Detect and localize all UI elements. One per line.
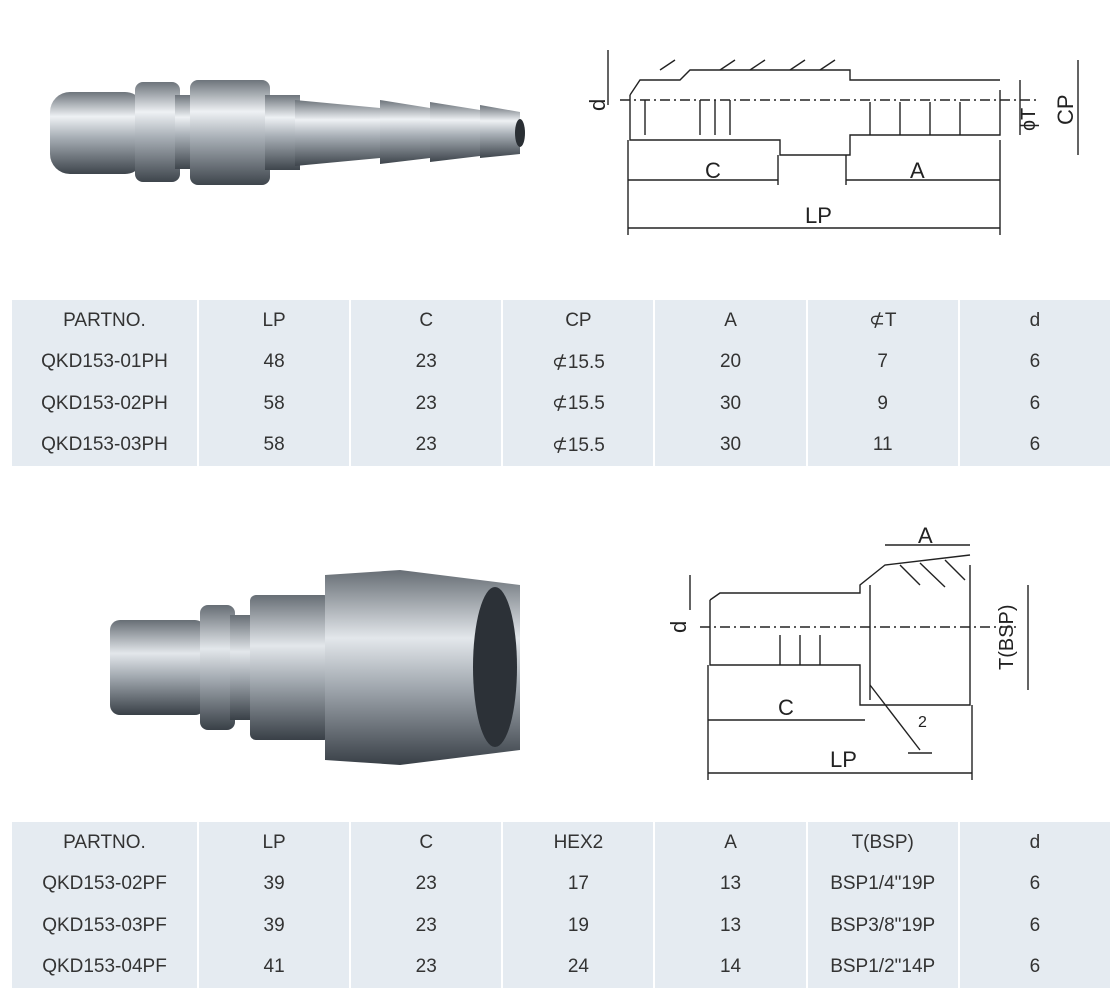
table-cell: 23 xyxy=(351,946,502,988)
table-cell: 23 xyxy=(351,341,502,383)
table-cell: BSP1/2"14P xyxy=(807,946,958,988)
column-header: LP xyxy=(199,822,350,864)
table-cell: QKD153-03PH xyxy=(12,424,197,466)
table-cell: 39 xyxy=(199,905,350,947)
table-cell: QKD153-01PH xyxy=(12,341,197,383)
table-cell: 48 xyxy=(199,341,350,383)
column-header: LP xyxy=(199,300,350,342)
drawing-label-a: A xyxy=(918,525,933,548)
drawing-label-t-bsp: T(BSP) xyxy=(996,604,1018,670)
column-header: d xyxy=(959,822,1110,864)
table-cell: 23 xyxy=(351,905,502,947)
hose-barb-technical-drawing: d C A LP ɸT CP xyxy=(585,50,1079,235)
table-cell: QKD153-02PF xyxy=(12,863,197,905)
table-cell: 19 xyxy=(503,905,654,947)
column-header: A xyxy=(655,822,806,864)
table-cell: 23 xyxy=(351,863,502,905)
column-header: C xyxy=(351,300,502,342)
table-cell: 6 xyxy=(959,863,1110,905)
column-header: A xyxy=(655,300,806,342)
table-cell: 30 xyxy=(655,383,806,425)
table-cell: 58 xyxy=(199,383,350,425)
table-cell: 13 xyxy=(655,863,806,905)
table-cell: 6 xyxy=(959,905,1110,947)
column-header: HEX2 xyxy=(503,822,654,864)
table-cell: ⊄15.5 xyxy=(503,424,654,466)
table-cell: 6 xyxy=(959,383,1110,425)
drawing-label-cp: CP xyxy=(1053,94,1078,125)
table-cell: BSP1/4"19P xyxy=(807,863,958,905)
hose-barb-plug-photo xyxy=(50,80,525,185)
table-cell: 23 xyxy=(351,424,502,466)
table-cell: 30 xyxy=(655,424,806,466)
table-cell: 7 xyxy=(807,341,958,383)
table-cell: 58 xyxy=(199,424,350,466)
table-cell: QKD153-02PH xyxy=(12,383,197,425)
table-cell: 41 xyxy=(199,946,350,988)
table-cell: QKD153-03PF xyxy=(12,905,197,947)
table-cell: 14 xyxy=(655,946,806,988)
column-header: ⊄T xyxy=(807,300,958,342)
table-cell: BSP3/8"19P xyxy=(807,905,958,947)
drawing-label-lp: LP xyxy=(830,747,857,772)
table-cell: QKD153-04PF xyxy=(12,946,197,988)
column-header: PARTNO. xyxy=(12,822,197,864)
drawing-label-c: C xyxy=(778,695,794,720)
table-cell: 39 xyxy=(199,863,350,905)
column-header: d xyxy=(959,300,1110,342)
table-cell: 20 xyxy=(655,341,806,383)
table-cell: 6 xyxy=(959,946,1110,988)
female-thread-plug-photo xyxy=(110,570,520,765)
column-header: PARTNO. xyxy=(12,300,197,342)
table-cell: ⊄15.5 xyxy=(503,383,654,425)
table-cell: 24 xyxy=(503,946,654,988)
drawing-label-lp: LP xyxy=(805,203,832,228)
drawing-label-hex: 2 xyxy=(918,714,927,731)
table-cell: 6 xyxy=(959,341,1110,383)
drawing-label-a: A xyxy=(910,158,925,183)
table-cell: ⊄15.5 xyxy=(503,341,654,383)
column-header: C xyxy=(351,822,502,864)
table-cell: 23 xyxy=(351,383,502,425)
table-cell: 13 xyxy=(655,905,806,947)
drawing-label-t: ɸT xyxy=(1018,108,1040,131)
column-header: T(BSP) xyxy=(807,822,958,864)
female-thread-technical-drawing: d C A LP T(BSP) 2 xyxy=(666,525,1029,780)
table-cell: 6 xyxy=(959,424,1110,466)
drawing-label-c: C xyxy=(705,158,721,183)
column-header: CP xyxy=(503,300,654,342)
drawing-label-d: d xyxy=(585,99,610,111)
drawing-label-d: d xyxy=(666,621,691,633)
table-cell: 9 xyxy=(807,383,958,425)
table-cell: 17 xyxy=(503,863,654,905)
table-cell: 11 xyxy=(807,424,958,466)
